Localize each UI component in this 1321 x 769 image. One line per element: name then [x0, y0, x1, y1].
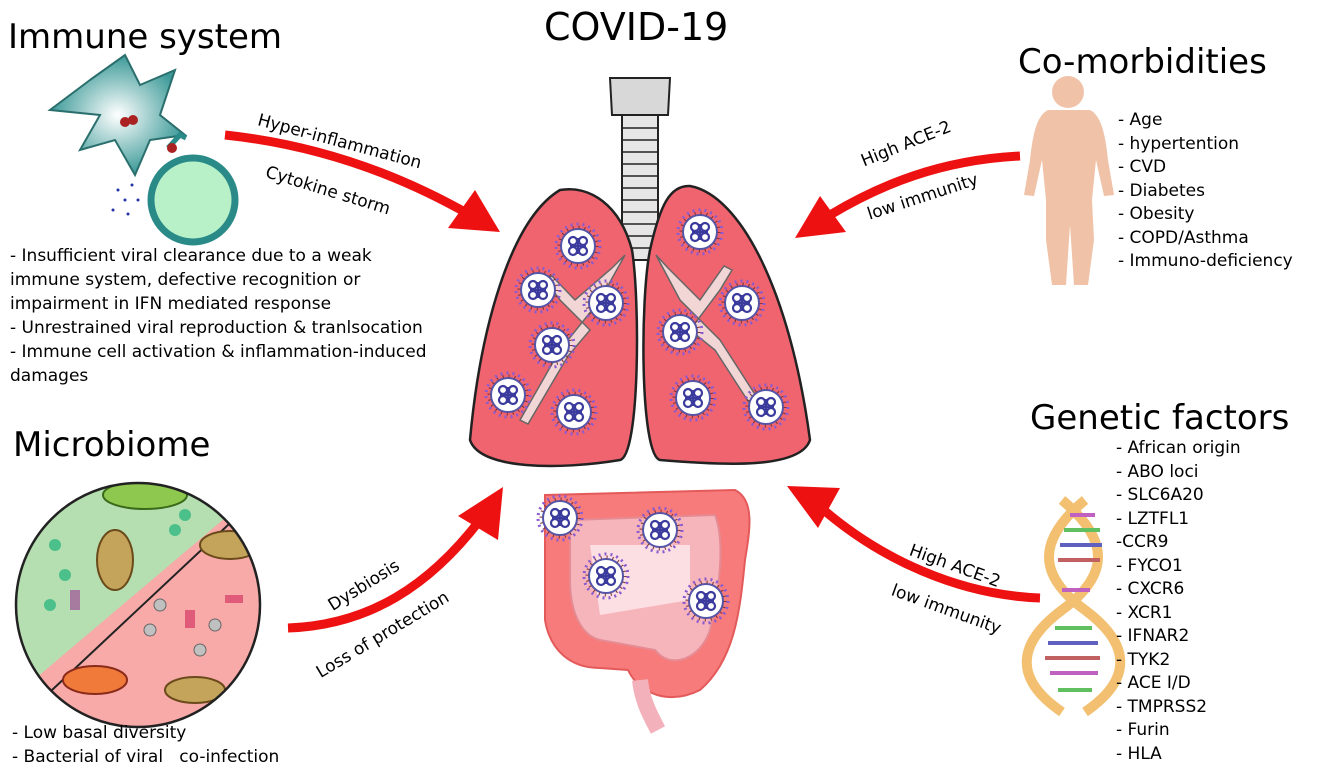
- comorbid-item: - Diabetes: [1118, 180, 1293, 204]
- genetic-item: - TYK2: [1116, 649, 1241, 673]
- comorbid-list: - Age - hypertention - CVD - Diabetes - …: [1118, 109, 1293, 274]
- genetic-heading: Genetic factors: [1030, 398, 1289, 438]
- immune-line: immune system, defective recognition or: [10, 268, 480, 292]
- genetic-item: - FYCO1: [1116, 555, 1241, 579]
- immune-line: - Unrestrained viral reproduction & tran…: [10, 316, 480, 340]
- microbiome-heading: Microbiome: [13, 425, 210, 465]
- genetic-item: - African origin: [1116, 437, 1241, 461]
- comorbid-item: - Immuno-deficiency: [1118, 250, 1293, 274]
- comorbid-item: - hypertention: [1118, 133, 1293, 157]
- immune-line: - Immune cell activation & inflammation-…: [10, 340, 480, 364]
- genetic-item: - IFNAR2: [1116, 625, 1241, 649]
- human-body-icon: [1024, 76, 1114, 285]
- genetic-item: - TMPRSS2: [1116, 696, 1241, 720]
- genetic-item: - ABO loci: [1116, 461, 1241, 485]
- genetic-item: - Furin: [1116, 719, 1241, 743]
- comorbid-item: - Obesity: [1118, 203, 1293, 227]
- microbiome-circle-icon: [10, 480, 270, 740]
- genetic-item: -CCR9: [1116, 531, 1241, 555]
- genetic-item: - HLA: [1116, 743, 1241, 767]
- comorbid-item: - CVD: [1118, 156, 1293, 180]
- genetic-list: - African origin - ABO loci - SLC6A20 - …: [1116, 437, 1241, 766]
- genetic-item: - ACE I/D: [1116, 672, 1241, 696]
- arrow-comorbid-head: [795, 196, 846, 238]
- immune-text: - Insufficient viral clearance due to a …: [10, 244, 480, 388]
- genetic-item: - LZTFL1: [1116, 508, 1241, 532]
- dendritic-cell-icon: [50, 55, 185, 175]
- intestine-icon: [538, 490, 749, 730]
- genetic-item: - XCR1: [1116, 602, 1241, 626]
- immune-line: damages: [10, 364, 480, 388]
- immune-heading: Immune system: [8, 17, 282, 57]
- page-title: COVID-19: [544, 5, 728, 49]
- genetic-item: - CXCR6: [1116, 578, 1241, 602]
- microbiome-item: - Low basal diversity: [12, 722, 279, 746]
- comorbid-item: - Age: [1118, 109, 1293, 133]
- genetic-item: - SLC6A20: [1116, 484, 1241, 508]
- immune-line: impairment in IFN mediated response: [10, 292, 480, 316]
- immune-line: - Insufficient viral clearance due to a …: [10, 244, 480, 268]
- microbiome-item: - Bacterial of viral co-infection: [12, 746, 279, 769]
- dna-helix-icon: [1027, 500, 1121, 712]
- comorbid-item: - COPD/Asthma: [1118, 227, 1293, 251]
- comorbid-heading: Co-morbidities: [1018, 42, 1267, 82]
